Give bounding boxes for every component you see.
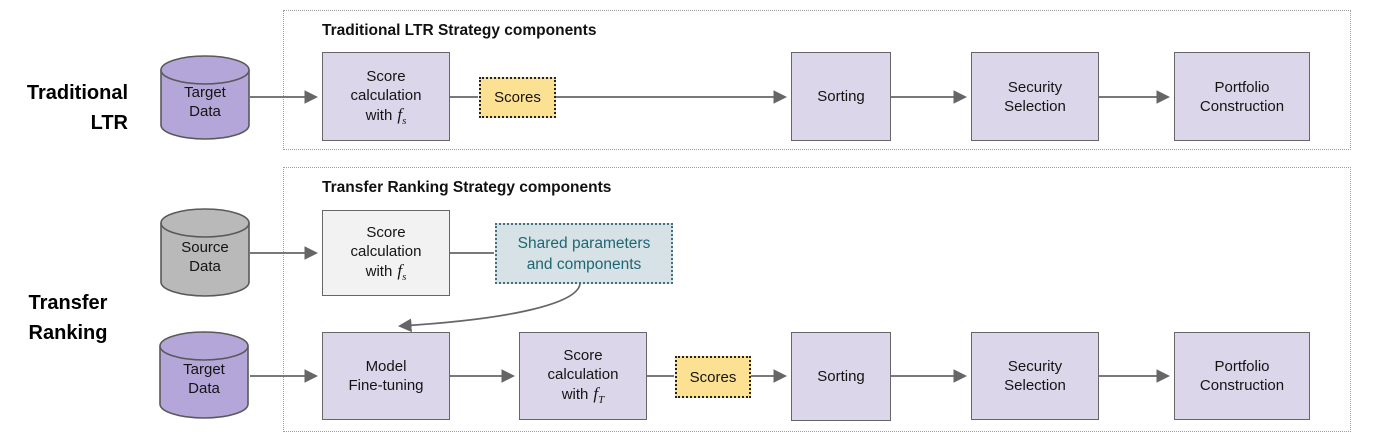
transfer-strategy-title: Transfer Ranking Strategy components (322, 179, 612, 196)
scores-badge-top: Scores (479, 77, 556, 118)
transfer-ranking-row-label: Transfer Ranking (28, 292, 108, 344)
traditional-strategy-title: Traditional LTR Strategy components (322, 22, 597, 39)
node-model-fine-tuning: Model Fine-tuning (322, 332, 450, 420)
shared-parameters-box: Shared parameters and components (495, 223, 673, 284)
node-portfolio-construction-top: Portfolio Construction (1174, 52, 1310, 141)
node-sorting-top: Sorting (791, 52, 891, 141)
target-data-label-bottom: Target Data (183, 361, 225, 397)
target-data-cylinder-bottom: Target Data (159, 331, 249, 420)
source-data-cylinder: Source Data (160, 208, 250, 298)
node-security-selection-top: Security Selection (971, 52, 1099, 141)
node-portfolio-construction-bottom: Portfolio Construction (1174, 332, 1310, 420)
transfer-strategy-container: Transfer Ranking Strategy components (283, 167, 1351, 432)
node-security-selection-bottom: Security Selection (971, 332, 1099, 420)
scores-badge-bottom: Scores (675, 356, 751, 398)
source-data-label: Source Data (181, 239, 229, 275)
node-sorting-bottom: Sorting (791, 332, 891, 421)
target-data-label: Target Data (184, 84, 226, 120)
traditional-strategy-container: Traditional LTR Strategy components (283, 10, 1351, 150)
target-data-cylinder-top: Target Data (160, 55, 250, 141)
traditional-ltr-row-label: Traditional LTR (26, 82, 128, 134)
